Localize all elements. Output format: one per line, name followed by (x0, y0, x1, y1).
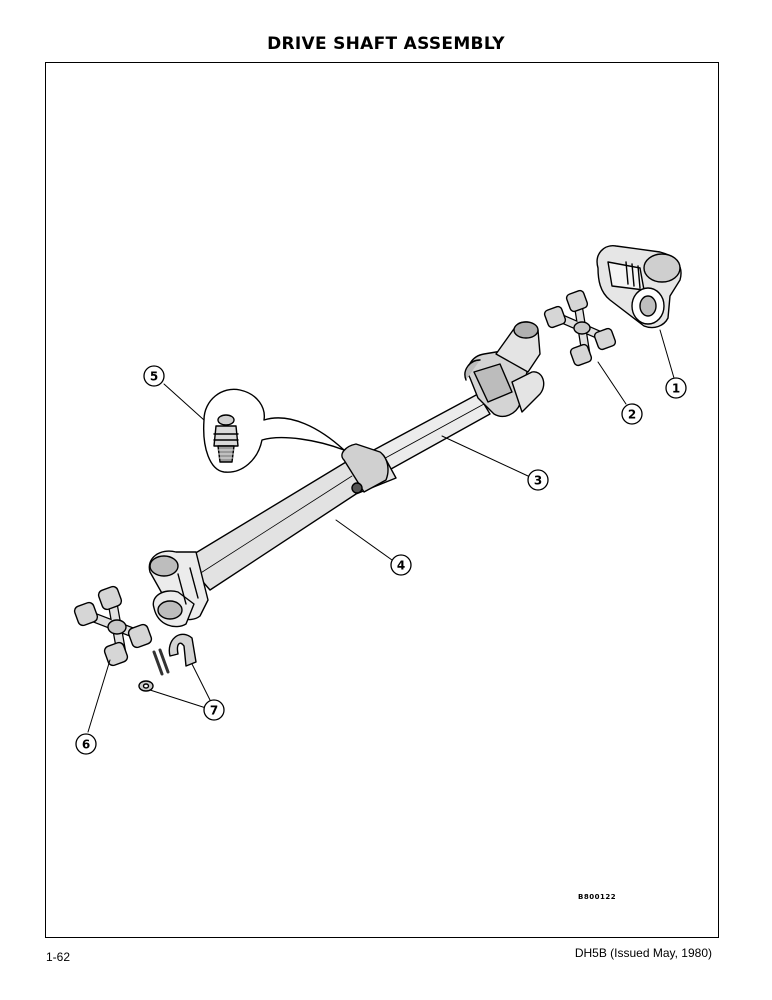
svg-text:4: 4 (397, 559, 405, 573)
callout-6: 6 (75, 733, 97, 755)
leader-6 (87, 659, 111, 733)
part-1-end-yoke (596, 245, 682, 329)
svg-text:5: 5 (150, 370, 158, 384)
leader-7 (149, 663, 211, 709)
callout-7: 7 (203, 699, 225, 721)
page-title: DRIVE SHAFT ASSEMBLY (267, 34, 505, 54)
leader-3 (441, 435, 529, 477)
leader-lines (87, 329, 675, 733)
svg-text:6: 6 (82, 738, 90, 752)
part-2-universal-joint (543, 289, 617, 367)
manual-reference: DH5B (Issued May, 1980) (574, 946, 712, 960)
callout-2: 2 (621, 403, 643, 425)
leader-5 (163, 383, 205, 421)
part-4-drive-tube (148, 443, 397, 628)
svg-text:3: 3 (534, 474, 542, 488)
callout-4: 4 (390, 554, 412, 576)
figure-number: B800122 (578, 893, 616, 901)
part-6-universal-joint (73, 585, 153, 667)
leader-4 (335, 519, 393, 561)
svg-text:7: 7 (210, 704, 218, 718)
leader-1 (659, 329, 675, 379)
part-7-strap-and-fasteners (138, 633, 197, 692)
leader-2 (597, 361, 627, 405)
figure-frame (45, 62, 719, 938)
svg-text:1: 1 (672, 382, 680, 396)
callout-5: 5 (143, 365, 165, 387)
callout-3: 3 (527, 469, 549, 491)
part-5-grease-fitting (202, 388, 345, 473)
page-number: 1-62 (46, 950, 71, 964)
svg-text:2: 2 (628, 408, 636, 422)
callout-1: 1 (665, 377, 687, 399)
